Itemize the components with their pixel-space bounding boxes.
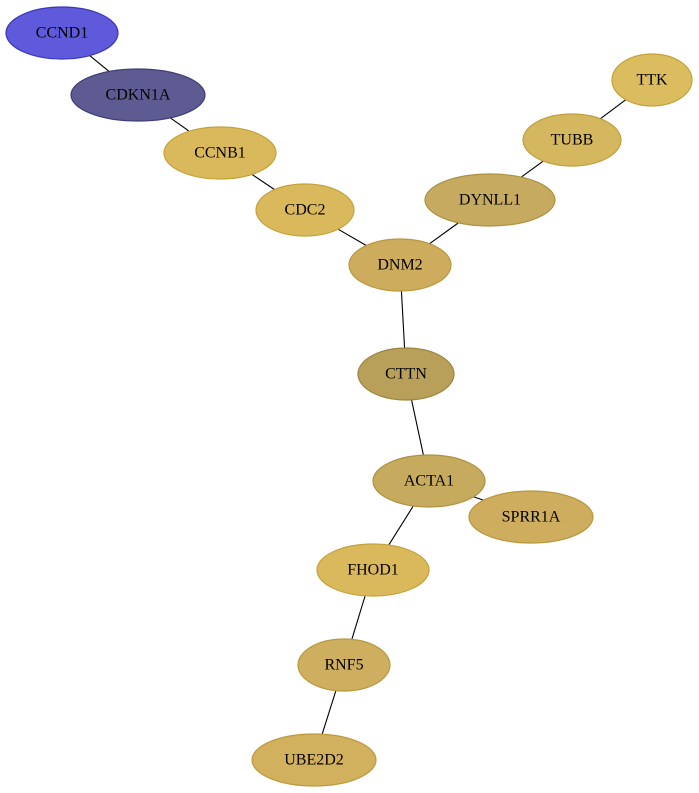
edge-tubb-dynll1	[520, 160, 544, 178]
node-dnm2: DNM2	[348, 238, 452, 292]
node-label-cttn: CTTN	[385, 366, 427, 383]
node-shape-fhod1	[316, 543, 430, 597]
node-tubb: TUBB	[522, 113, 622, 167]
node-ccnb1: CCNB1	[163, 126, 277, 180]
node-label-ccnb1: CCNB1	[194, 145, 246, 162]
node-fhod1: FHOD1	[316, 543, 430, 597]
edge-ccnd1-cdkn1a	[89, 55, 110, 72]
edges-layer	[89, 55, 627, 735]
node-shape-dnm2	[348, 238, 452, 292]
node-ccnd1: CCND1	[5, 6, 119, 60]
edge-ttk-tubb	[599, 99, 627, 120]
node-shape-cdkn1a	[70, 68, 206, 122]
node-shape-rnf5	[297, 638, 391, 692]
node-label-sprr1a: SPRR1A	[502, 509, 561, 526]
node-label-cdc2: CDC2	[285, 202, 326, 219]
node-label-fhod1: FHOD1	[347, 562, 399, 579]
node-shape-dynll1	[424, 173, 556, 227]
node-rnf5: RNF5	[297, 638, 391, 692]
node-shape-ccnb1	[163, 126, 277, 180]
node-shape-cttn	[357, 347, 455, 401]
node-label-ttk: TTK	[636, 72, 668, 89]
node-label-dnm2: DNM2	[377, 257, 422, 274]
node-ttk: TTK	[611, 53, 693, 107]
node-cdc2: CDC2	[255, 183, 355, 237]
node-cdkn1a: CDKN1A	[70, 68, 206, 122]
node-shape-acta1	[372, 454, 486, 508]
node-shape-ttk	[611, 53, 693, 107]
node-acta1: ACTA1	[372, 454, 486, 508]
node-shape-sprr1a	[468, 490, 594, 544]
node-shape-tubb	[522, 113, 622, 167]
edge-dnm2-cttn	[400, 290, 406, 349]
node-label-rnf5: RNF5	[324, 657, 363, 674]
node-label-tubb: TUBB	[551, 132, 594, 149]
node-label-cdkn1a: CDKN1A	[106, 87, 171, 104]
edge-cdc2-dnm2	[337, 228, 367, 246]
edge-ccnb1-cdc2	[251, 173, 275, 191]
node-sprr1a: SPRR1A	[468, 490, 594, 544]
node-label-ube2d2: UBE2D2	[284, 752, 344, 769]
edge-rnf5-ube2d2	[321, 690, 337, 735]
edge-dynll1-dnm2	[429, 222, 459, 245]
node-label-dynll1: DYNLL1	[459, 192, 521, 209]
node-shape-ube2d2	[251, 733, 377, 787]
edge-cdkn1a-ccnb1	[169, 117, 190, 132]
edge-acta1-sprr1a	[473, 496, 484, 501]
node-cttn: CTTN	[357, 347, 455, 401]
node-label-ccnd1: CCND1	[36, 25, 88, 42]
edge-fhod1-rnf5	[351, 595, 366, 640]
node-shape-cdc2	[255, 183, 355, 237]
node-shape-ccnd1	[5, 6, 119, 60]
node-dynll1: DYNLL1	[424, 173, 556, 227]
node-label-acta1: ACTA1	[404, 473, 454, 490]
edge-acta1-fhod1	[388, 505, 414, 546]
node-ube2d2: UBE2D2	[251, 733, 377, 787]
edge-cttn-acta1	[411, 399, 424, 456]
